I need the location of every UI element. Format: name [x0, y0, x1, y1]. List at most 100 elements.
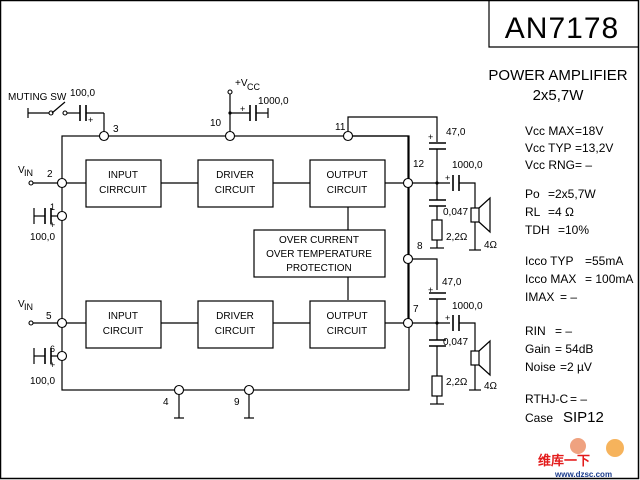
output-network-2: + 1000,0 0,047 2,2Ω 4Ω — [412, 301, 498, 405]
watermark-logo-icon — [570, 438, 586, 454]
spec-value: = – — [555, 324, 572, 338]
r-zobel1-value: 2,2Ω — [446, 232, 468, 243]
c-zobel2-value: 0,047 — [443, 337, 468, 348]
muting-sw-label: MUTING SW — [8, 92, 67, 103]
c-vcc-value: 1000,0 — [258, 96, 289, 107]
pin-6[interactable] — [56, 350, 68, 362]
watermark-url[interactable]: www.dzsc.com — [554, 470, 612, 479]
spec-value: =13,2V — [575, 141, 613, 155]
pin-12[interactable] — [402, 177, 414, 189]
input-circuit-1 — [85, 159, 162, 208]
output-network-1: + 1000,0 0,047 2,2Ω 4Ω — [412, 160, 498, 251]
spec-label: Vcc MAX — [525, 124, 574, 138]
svg-text:CIRCUIT: CIRCUIT — [215, 185, 256, 196]
spec-value: =10% — [558, 223, 589, 237]
c-out1-value: 1000,0 — [452, 160, 483, 171]
driver-circuit-2 — [197, 300, 274, 349]
pin-12-label: 12 — [413, 159, 425, 170]
pin-4-label: 4 — [163, 397, 169, 408]
r-zobel2-value: 2,2Ω — [446, 377, 468, 388]
pin-5[interactable] — [56, 317, 68, 329]
svg-text:INPUT: INPUT — [108, 170, 138, 181]
spec-label: RL — [525, 205, 541, 219]
spec-value: =55mA — [585, 254, 623, 268]
svg-text:+: + — [50, 220, 55, 230]
spec-label: Vcc TYP — [525, 141, 571, 155]
resistor-2 — [431, 375, 443, 397]
spec-value: =2x5,7W — [548, 187, 596, 201]
speaker-1-icon — [470, 196, 491, 234]
pin-10[interactable] — [224, 130, 236, 142]
spec-label: Vcc RNG — [525, 158, 575, 172]
spec-value: =2 µV — [560, 360, 592, 374]
pin-8-label: 8 — [417, 241, 423, 252]
spec-label: Po — [525, 187, 540, 201]
svg-text:DRIVER: DRIVER — [216, 170, 254, 181]
pin-7[interactable] — [402, 317, 414, 329]
c-zobel1-value: 0,047 — [443, 207, 468, 218]
input-circuit-2 — [85, 300, 162, 349]
pin-8[interactable] — [402, 253, 414, 265]
pin-3[interactable] — [98, 130, 110, 142]
svg-text:PROTECTION: PROTECTION — [286, 263, 352, 274]
switch-lever[interactable] — [51, 101, 66, 114]
title-box — [488, 1, 639, 48]
spec-value: SIP12 — [563, 409, 604, 426]
spec-value: =18V — [575, 124, 603, 138]
spec-label: Gain — [525, 342, 550, 356]
svg-text:+: + — [428, 132, 433, 142]
spec-label: TDH — [525, 223, 550, 237]
plus-sign: + — [88, 115, 93, 125]
pin-9[interactable] — [243, 384, 255, 396]
svg-text:CIRCUIT: CIRCUIT — [327, 326, 368, 337]
svg-text:+: + — [428, 285, 433, 295]
mascot-icon — [606, 439, 624, 457]
pin-1[interactable] — [56, 210, 68, 222]
pin-7-label: 7 — [413, 304, 419, 315]
vin2-terminal[interactable] — [28, 320, 34, 326]
svg-text:CIRRCUIT: CIRRCUIT — [99, 185, 147, 196]
spk1-value: 4Ω — [484, 240, 498, 251]
spk2-value: 4Ω — [484, 381, 498, 392]
heading-line2: 2x5,7W — [533, 87, 585, 104]
svg-text:OVER CURRENT: OVER CURRENT — [279, 235, 359, 246]
part-number: AN7178 — [505, 12, 619, 45]
pin-2-label: 2 — [47, 169, 53, 180]
pin-4[interactable] — [173, 384, 185, 396]
svg-text:OUTPUT: OUTPUT — [326, 311, 367, 322]
svg-text:IN: IN — [24, 168, 33, 178]
c-boot2-value: 47,0 — [442, 277, 462, 288]
driver-circuit-1 — [197, 159, 274, 208]
watermark-text: 维库一下 — [538, 453, 590, 468]
specs-list: Vcc MAX =18V Vcc TYP =13,2V Vcc RNG = – … — [525, 124, 633, 426]
c-mute-value: 100,0 — [70, 88, 95, 99]
heading-line1: POWER AMPLIFIER — [488, 67, 627, 84]
vin2-label: V — [18, 299, 25, 310]
spec-value: = – — [570, 392, 587, 406]
muting-switch: MUTING SW + 100,0 — [8, 88, 105, 136]
svg-text:DRIVER: DRIVER — [216, 311, 254, 322]
speaker-2-icon — [470, 339, 491, 377]
vin1-terminal[interactable] — [28, 180, 34, 186]
spec-value: = 54dB — [555, 342, 593, 356]
pin-2[interactable] — [56, 177, 68, 189]
spec-label: Noise — [525, 360, 556, 374]
svg-text:CC: CC — [247, 82, 260, 92]
spec-value: = – — [575, 158, 592, 172]
pin-6-label: 6 — [50, 344, 55, 354]
watermark: 维库一下 www.dzsc.com — [538, 438, 624, 479]
vcc-supply: +V CC + 1000,0 — [227, 78, 289, 136]
svg-text:+: + — [240, 104, 245, 114]
switch-contact[interactable] — [48, 110, 54, 116]
svg-text:CIRCUIT: CIRCUIT — [327, 185, 368, 196]
spec-label: IMAX — [525, 290, 554, 304]
pin-1-label: 1 — [50, 202, 55, 212]
pin-3-label: 3 — [113, 124, 119, 135]
vcc-terminal[interactable] — [227, 89, 233, 95]
spec-label: Case — [525, 411, 553, 425]
pin-5-label: 5 — [46, 311, 52, 322]
spec-label: Icco TYP — [525, 254, 573, 268]
